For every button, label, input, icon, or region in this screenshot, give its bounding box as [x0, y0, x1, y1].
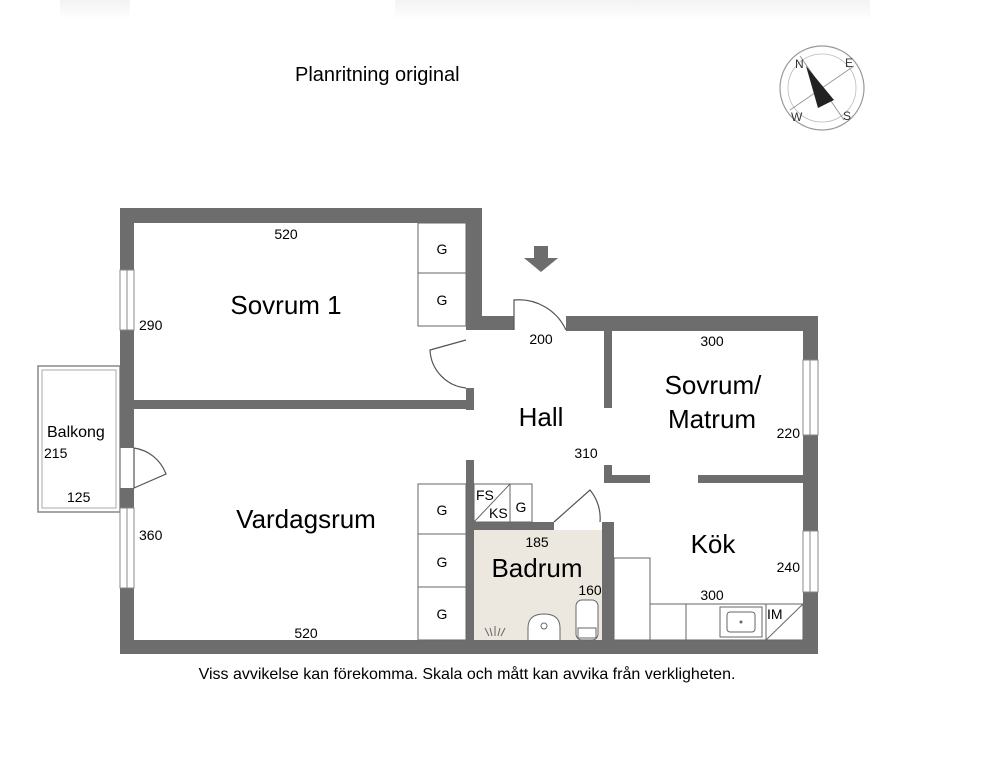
- compass-inner-ring: [787, 53, 857, 123]
- freezer-label: FS: [476, 487, 494, 503]
- compass-south-label: S: [843, 109, 851, 123]
- shower-drain-icon: [484, 626, 506, 637]
- toilet-tank-icon: [577, 627, 597, 639]
- wall-hall-stub: [604, 465, 612, 481]
- dim-sovrum-matrum-depth: 220: [777, 425, 801, 441]
- room-label-sovrum-matrum-2: Matrum: [668, 404, 756, 434]
- dim-sovrum1-width: 520: [274, 226, 298, 242]
- wall-right-2: [803, 435, 818, 531]
- wall-sovrum2-bottom-right: [698, 475, 810, 483]
- wall-hall-top-left: [466, 316, 514, 330]
- balcony-inner-outline: [41, 369, 117, 509]
- compass: N E S W: [779, 45, 865, 131]
- room-label-hall: Hall: [519, 402, 564, 432]
- dim-sovrum-matrum-width: 300: [700, 333, 724, 349]
- dim-badrum-depth: 160: [578, 582, 602, 598]
- wardrobe-label-1: G: [437, 241, 448, 257]
- page-title: Planritning original: [295, 64, 460, 86]
- wardrobes-sovrum1: [417, 222, 467, 327]
- compass-needle-icon: [806, 66, 834, 108]
- wardrobe-label-2: G: [437, 292, 448, 308]
- room-label-sovrum-matrum-1: Sovrum/: [665, 370, 763, 400]
- room-label-sovrum1: Sovrum 1: [230, 290, 341, 320]
- wall-right-1: [803, 316, 818, 360]
- room-label-balkong: Balkong: [47, 424, 105, 441]
- balcony-area: [37, 365, 121, 513]
- dim-vardagsrum-depth: 360: [139, 527, 163, 543]
- faded-top-strip-right: [395, 0, 870, 20]
- wall-badrum-kok: [602, 522, 614, 654]
- room-label-vardagsrum: Vardagsrum: [236, 504, 376, 534]
- kitchen-counter: [613, 557, 804, 641]
- room-label-badrum: Badrum: [491, 553, 582, 583]
- wall-top-sovrum1: [120, 208, 482, 223]
- dim-kok-width: 300: [700, 587, 724, 603]
- dim-hall-depth: 310: [574, 445, 598, 461]
- fridge-label: KS: [489, 505, 508, 521]
- wall-vardagsrum-badrum: [466, 460, 474, 654]
- compass-north-label: N: [795, 57, 804, 71]
- dim-hall-width: 200: [529, 331, 553, 347]
- wall-badrum-top: [466, 522, 554, 530]
- compass-west-label: W: [791, 110, 803, 124]
- dim-balkong-width: 125: [67, 489, 91, 505]
- fridge-freezer-units: [473, 483, 533, 523]
- room-label-kok: Kök: [691, 529, 737, 559]
- hall-wardrobe-label: G: [516, 499, 527, 515]
- dim-badrum-width: 185: [525, 534, 549, 550]
- wall-sovrum1-door-stub: [466, 388, 474, 410]
- wall-top-right: [566, 316, 818, 331]
- faded-top-strip-left: [60, 0, 130, 20]
- walls: [120, 208, 818, 654]
- dim-balkong-depth: 215: [44, 445, 68, 461]
- sink-drain-icon: [739, 620, 743, 624]
- dim-kok-depth: 240: [777, 559, 801, 575]
- wall-left-2: [120, 330, 134, 448]
- dishwasher-label: IM: [767, 606, 783, 622]
- window-centerlines: [126, 270, 811, 592]
- wall-sovrum1-vardagsrum: [134, 400, 474, 409]
- dim-sovrum1-depth: 290: [139, 317, 163, 333]
- badrum-door: [553, 489, 601, 523]
- wall-sovrum1-right: [466, 208, 482, 330]
- disclaimer-text: Viss avvikelse kan förekomma. Skala och …: [198, 666, 736, 683]
- compass-east-label: E: [845, 56, 853, 70]
- doors: [133, 299, 601, 523]
- sovrum1-door: [429, 339, 467, 389]
- wall-sovrum2-bottom-left: [604, 475, 650, 483]
- dim-vardagsrum-width: 520: [294, 625, 318, 641]
- wardrobe-label-5: G: [437, 606, 448, 622]
- bathroom-fixtures: [527, 599, 599, 641]
- entrance-arrow-icon: [524, 246, 558, 272]
- wall-left-4: [120, 588, 134, 654]
- wardrobes-vardagsrum: [417, 483, 467, 641]
- balkong-door: [133, 447, 167, 489]
- wall-right-3: [803, 592, 818, 654]
- wardrobe-label-3: G: [437, 502, 448, 518]
- wall-hall-sovrum2: [604, 330, 612, 408]
- compass-ring: [779, 45, 865, 131]
- wall-left-1: [120, 208, 134, 270]
- entrance-door: [513, 299, 567, 331]
- wardrobe-label-4: G: [437, 554, 448, 570]
- wall-left-3: [120, 488, 134, 508]
